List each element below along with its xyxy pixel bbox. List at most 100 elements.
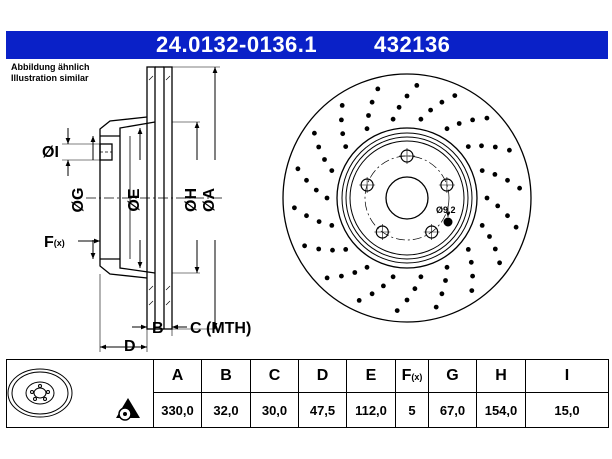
col-header-i: I xyxy=(525,359,609,393)
col-header-a: A xyxy=(153,359,202,393)
drill-hole xyxy=(356,298,362,303)
col-header-b: B xyxy=(201,359,251,393)
drill-hole xyxy=(505,213,510,219)
drill-hole xyxy=(381,283,386,289)
drill-hole xyxy=(324,275,330,281)
drill-hole xyxy=(394,308,400,313)
value-h: 154,0 xyxy=(476,392,526,428)
drill-hole xyxy=(339,103,345,108)
drill-hole xyxy=(329,168,335,174)
drill-hole xyxy=(468,259,474,265)
drill-hole xyxy=(487,234,492,239)
drill-hole xyxy=(343,144,349,150)
drill-hole xyxy=(439,99,445,105)
drill-hole xyxy=(369,99,375,105)
center-bore xyxy=(385,176,429,220)
ref-number: 432136 xyxy=(374,32,451,57)
value-c: 30,0 xyxy=(250,392,299,428)
bolt-holes xyxy=(359,148,455,240)
value-d: 47,5 xyxy=(298,392,347,428)
drill-hole xyxy=(322,157,327,162)
value-a: 330,0 xyxy=(153,392,202,428)
drill-hole xyxy=(295,166,301,172)
drill-hole xyxy=(366,113,371,118)
dimension-lines xyxy=(62,66,220,352)
drill-hole xyxy=(316,219,322,225)
front-view xyxy=(282,73,532,323)
label-f: F(x) xyxy=(44,234,65,251)
small-hole xyxy=(443,217,453,227)
rotor-outer-edge xyxy=(282,73,532,323)
label-bolt-hole: Ø9,2 xyxy=(436,205,456,215)
label-d: D xyxy=(124,338,136,355)
drill-hole xyxy=(479,168,485,174)
note-line-en: Illustration similar xyxy=(11,73,89,83)
value-i: 15,0 xyxy=(525,392,609,428)
drill-hole xyxy=(316,246,322,252)
drill-hole xyxy=(495,203,501,209)
drill-hole xyxy=(316,144,322,150)
drill-hole xyxy=(330,247,335,253)
drill-hole xyxy=(433,304,439,310)
vent-hatching xyxy=(148,75,171,306)
drill-hole xyxy=(352,270,358,275)
drill-hole xyxy=(390,274,396,280)
drill-hole xyxy=(343,247,349,252)
value-f: 5 xyxy=(395,392,429,428)
drill-hole xyxy=(404,93,410,99)
label-g: ØG xyxy=(70,188,87,213)
drill-hole xyxy=(364,126,370,132)
drill-hole xyxy=(339,117,344,123)
col-header-h: H xyxy=(476,359,526,393)
drill-hole xyxy=(414,83,420,88)
note-line-de: Abbildung ähnlich xyxy=(11,62,90,72)
drill-hole xyxy=(517,185,522,191)
drill-hole xyxy=(292,205,297,211)
part-number: 24.0132-0136.1 xyxy=(156,32,318,57)
value-e: 112,0 xyxy=(346,392,396,428)
drill-hole xyxy=(439,291,445,297)
drill-hole xyxy=(456,121,462,126)
col-header-d: D xyxy=(298,359,347,393)
drill-hole xyxy=(470,117,475,123)
drill-hole xyxy=(465,144,471,150)
drill-hole xyxy=(492,246,498,252)
drill-hole xyxy=(484,195,490,201)
drill-hole xyxy=(375,86,381,92)
drill-hole xyxy=(304,213,309,219)
table-thumbnail-cell xyxy=(6,359,154,428)
dimension-labels: ØI ØG ØE ØH ØA F(x) B C (MTH) D xyxy=(42,144,251,355)
label-a: ØA xyxy=(201,188,218,212)
drill-hole xyxy=(396,104,402,110)
label-c: C (MTH) xyxy=(190,320,251,337)
value-g: 67,0 xyxy=(428,392,477,428)
drill-hole xyxy=(444,126,450,132)
drill-hole xyxy=(418,116,424,122)
drill-hole xyxy=(324,195,330,201)
header-bar xyxy=(6,31,608,59)
drill-hole xyxy=(302,243,307,249)
illustration-note: Abbildung ähnlich Illustration similar xyxy=(11,62,90,84)
drill-hole xyxy=(479,143,484,149)
drill-hole xyxy=(465,247,471,252)
drill-hole xyxy=(484,115,490,121)
drill-hole xyxy=(304,177,309,183)
drill-hole xyxy=(329,223,335,228)
drill-hole xyxy=(505,177,510,183)
col-header-e: E xyxy=(346,359,396,393)
drill-hole xyxy=(312,130,317,136)
drill-hole xyxy=(369,291,375,297)
drill-hole xyxy=(428,107,433,113)
drill-hole xyxy=(492,144,498,150)
drill-hole xyxy=(404,297,410,303)
drill-hole xyxy=(469,288,475,293)
label-i: ØI xyxy=(42,144,59,161)
drill-hole xyxy=(412,286,418,292)
drill-hole xyxy=(507,147,512,153)
label-b: B xyxy=(152,320,164,337)
drill-hole xyxy=(313,187,319,193)
drill-hole xyxy=(364,264,370,270)
col-header-g: G xyxy=(428,359,477,393)
drill-hole xyxy=(340,131,346,137)
col-header-f: F(x) xyxy=(395,359,429,393)
